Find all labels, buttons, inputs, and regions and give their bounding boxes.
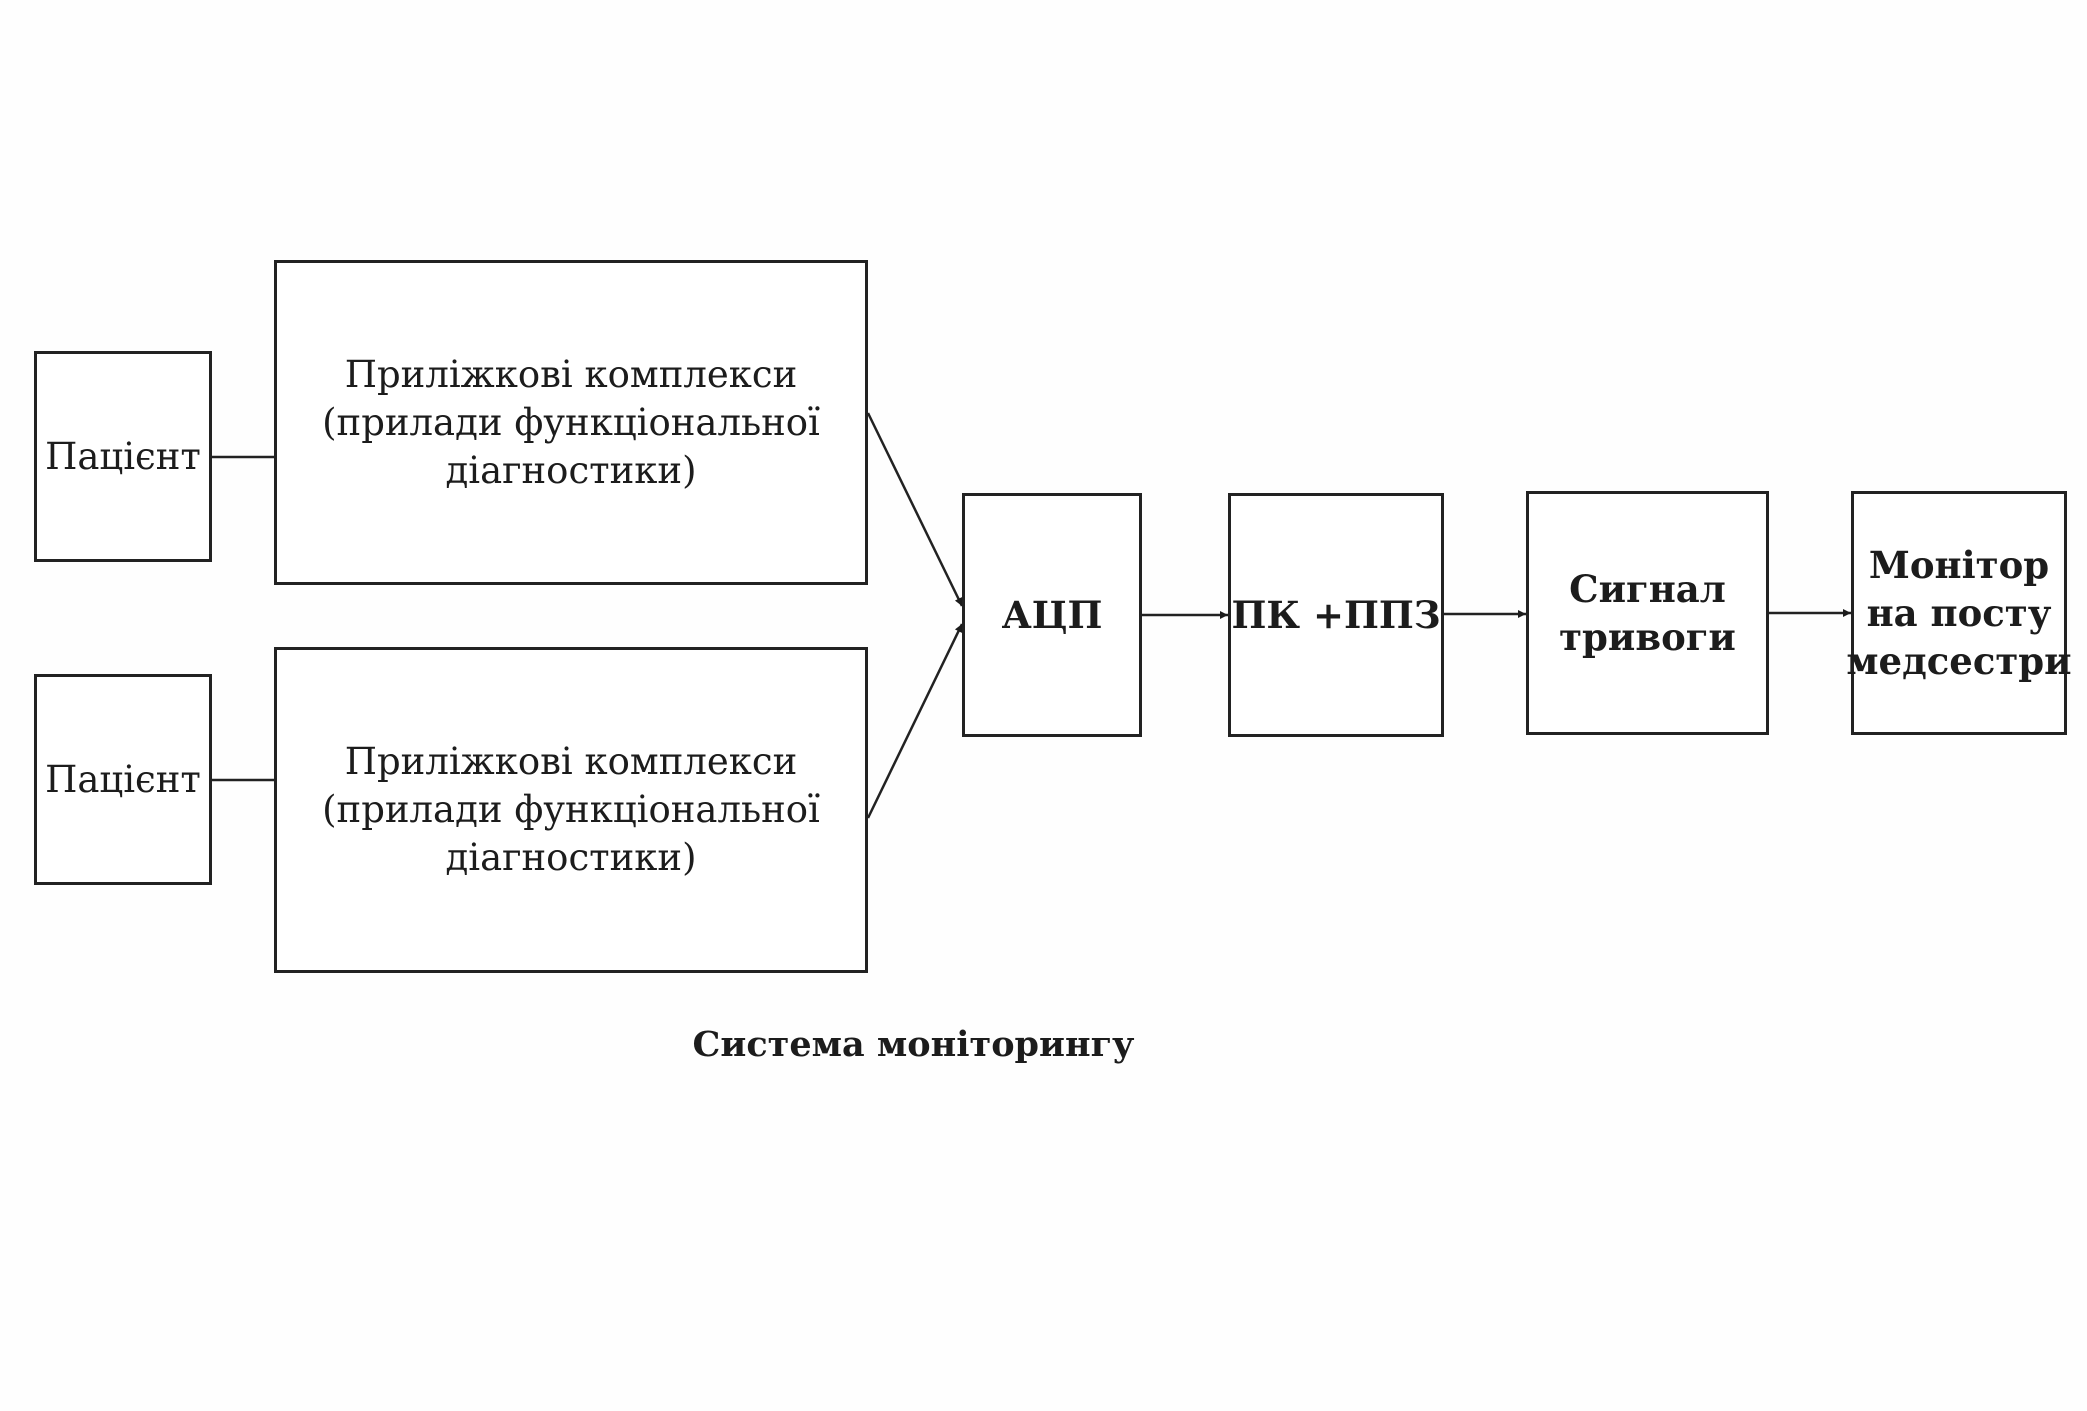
edge-bedside-2-to-adc — [866, 623, 964, 819]
diagram-caption: Система моніторингу — [0, 1024, 2087, 1065]
edge-bedside-1-to-adc — [866, 412, 964, 607]
node-patient-2: Пацієнт — [34, 674, 212, 885]
node-bedside-complex-1-label: Приліжкові комплекси (прилади функціонал… — [322, 352, 820, 492]
node-adc-label: АЦП — [1001, 593, 1103, 637]
node-nurse-monitor-label: Монітор на посту медсестри — [1846, 543, 2072, 683]
node-bedside-complex-2: Приліжкові комплекси (прилади функціонал… — [274, 647, 868, 973]
node-bedside-complex-1: Приліжкові комплекси (прилади функціонал… — [274, 260, 868, 585]
node-adc: АЦП — [962, 493, 1142, 737]
node-patient-1-label: Пацієнт — [45, 434, 201, 478]
node-pc-software: ПК +ППЗ — [1228, 493, 1444, 737]
node-bedside-complex-2-label: Приліжкові комплекси (прилади функціонал… — [322, 740, 820, 879]
node-alarm-signal-label: Сигнал тривоги — [1559, 567, 1736, 659]
node-nurse-monitor: Монітор на посту медсестри — [1846, 491, 2072, 735]
diagram-caption-text: Система моніторингу — [692, 1024, 1135, 1065]
node-patient-1: Пацієнт — [34, 351, 212, 562]
node-alarm-signal: Сигнал тривоги — [1526, 491, 1769, 735]
node-patient-2-label: Пацієнт — [45, 757, 201, 801]
node-pc-software-label: ПК +ППЗ — [1231, 593, 1441, 637]
